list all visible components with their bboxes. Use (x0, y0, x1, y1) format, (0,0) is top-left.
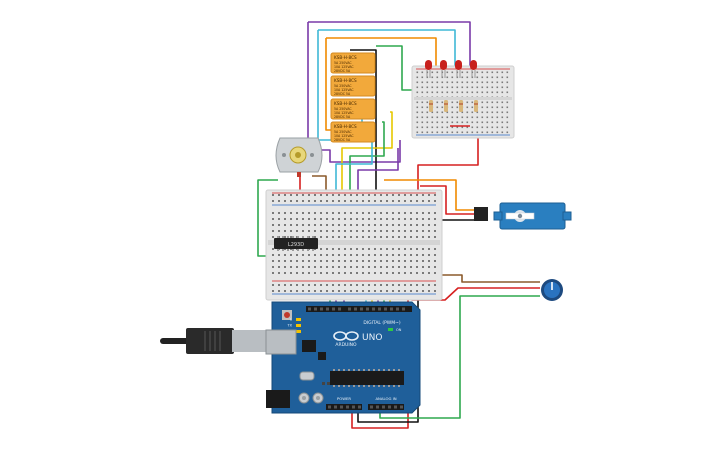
led-array (425, 60, 477, 78)
wire-purple (307, 22, 401, 163)
relay-rating-label: 28VDC 5A (334, 69, 351, 73)
relay-4: KSB-H-8CS 5A 250VAC 10A 125VAC 28VDC 5A (330, 121, 376, 143)
servo-motor (474, 202, 572, 230)
led-red (470, 60, 477, 78)
resistor (444, 100, 448, 112)
motor-driver-ic: L293D (274, 236, 318, 251)
wire-orange (384, 179, 474, 211)
relay-rating-label: 28VDC 5A (334, 92, 351, 96)
arduino-logo-icon (333, 331, 359, 341)
ic-label: L293D (288, 242, 304, 248)
digital-header-label: DIGITAL (PWM~) (363, 320, 401, 326)
relay-1: KSB-H-8CS 5A 250VAC 10A 125VAC 28VDC 5A (330, 52, 376, 74)
relay-stack: KSB-H-8CS 5A 250VAC 10A 125VAC 28VDC 5A … (330, 52, 376, 143)
wire-cyan (335, 130, 373, 210)
power-header-label: POWER (337, 396, 351, 401)
model-label: UNO (362, 333, 382, 343)
relay-rating-label: 10A 125VAC (334, 134, 354, 138)
analog-header-label: ANALOG IN (375, 396, 396, 401)
relay-rating-label: 10A 125VAC (334, 65, 354, 69)
relay-rating-label: 28VDC 5A (334, 138, 351, 142)
wire-red (420, 185, 474, 215)
wire-orange (326, 37, 437, 66)
relay-rating-label: 5A 250VAC (334, 107, 352, 111)
relay-model-label: KSB-H-8CS (334, 55, 357, 60)
relay-rating-label: 5A 250VAC (334, 130, 352, 134)
dc-motor (275, 137, 323, 177)
resistor (474, 100, 478, 112)
relay-rating-label: 5A 250VAC (334, 84, 352, 88)
wire-green (379, 295, 540, 419)
relay-model-label: KSB-H-8CS (334, 124, 357, 129)
usb-cable (160, 328, 266, 354)
relay-model-label: KSB-H-8CS (334, 101, 357, 106)
led-red (440, 60, 447, 78)
relay-rating-label: 5A 250VAC (334, 61, 352, 65)
on-label: ON (396, 328, 402, 332)
resistor-array (429, 100, 478, 112)
led-red (425, 60, 432, 78)
relay-rating-label: 10A 125VAC (334, 111, 354, 115)
resistor (429, 100, 433, 112)
arduino-uno: DIGITAL (PWM~) L TX RX ON ARDUINO UNO (265, 301, 421, 414)
wire-cyan (318, 29, 456, 66)
wire-black (350, 49, 377, 190)
relay-2: KSB-H-8CS 5A 250VAC 10A 125VAC 28VDC 5A (330, 75, 376, 97)
wire-yellow (341, 111, 393, 210)
led-red (455, 60, 462, 78)
tx-label: TX (286, 324, 292, 328)
wire-green (349, 121, 385, 210)
wire-green (376, 45, 416, 91)
wire-purple (308, 21, 471, 66)
resistor (459, 100, 463, 112)
potentiometer[interactable] (541, 279, 563, 301)
relay-3: KSB-H-8CS 5A 250VAC 10A 125VAC 28VDC 5A (330, 98, 376, 120)
relay-model-label: KSB-H-8CS (334, 78, 357, 83)
relay-rating-label: 28VDC 5A (334, 115, 351, 119)
brand-label: ARDUINO (335, 342, 357, 348)
wire-red (417, 130, 479, 190)
l-label: L (290, 318, 292, 322)
main-breadboard (265, 189, 443, 301)
relay-rating-label: 10A 125VAC (334, 88, 354, 92)
